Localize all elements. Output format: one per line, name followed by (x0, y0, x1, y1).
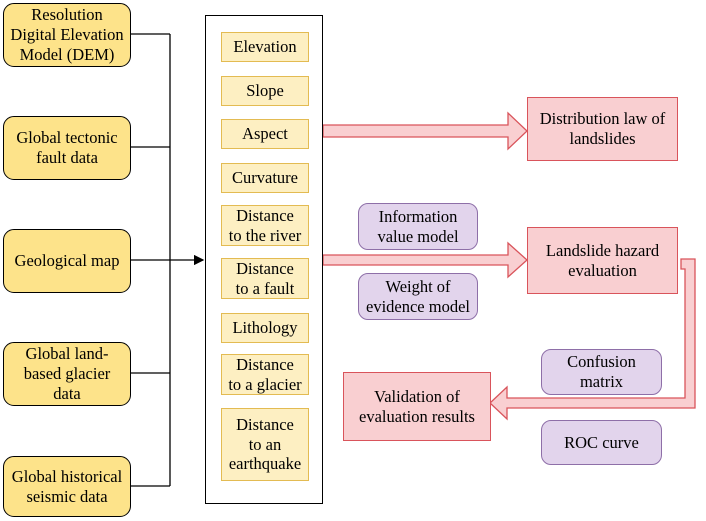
model-roc-curve: ROC curve (541, 420, 662, 465)
source-seismic: Global historical seismic data (3, 456, 131, 517)
factor-distance-earthquake-line-3: earthquake (228, 454, 302, 474)
factor-distance-fault-line-2: to a fault (235, 278, 295, 298)
source-seismic-line-1: Global historical (11, 466, 123, 486)
model-weight-of-evidence: Weight of evidence model (358, 273, 478, 320)
factor-lithology: Lithology (221, 313, 309, 343)
factor-distance-earthquake-line-2: to an (248, 434, 282, 454)
factor-distance-glacier-line-2: to a glacier (228, 374, 302, 394)
result-hazard-line-2: evaluation (568, 260, 637, 280)
factor-slope-label: Slope (246, 81, 284, 101)
factor-distance-glacier-line-1: Distance (236, 354, 294, 374)
source-fault-line-1: Global tectonic (16, 128, 118, 148)
factor-distance-fault: Distance to a fault (221, 258, 309, 299)
factor-curvature-label: Curvature (232, 168, 298, 188)
result-distribution-line-2: landslides (569, 129, 636, 148)
model-information-value-line-1: Information (378, 206, 458, 226)
result-hazard-line-1: Landslide hazard (545, 240, 660, 260)
factor-aspect: Aspect (221, 119, 309, 149)
model-confusion-line-2: matrix (579, 372, 624, 391)
source-fault: Global tectonic fault data (3, 116, 131, 180)
factor-lithology-label: Lithology (232, 318, 298, 338)
to-distribution-arrow (322, 111, 528, 151)
result-validation-line-2: evaluation results (359, 406, 475, 426)
source-fault-line-2: fault data (36, 148, 98, 167)
factor-elevation-label: Elevation (233, 37, 297, 57)
source-glacier-line-3: data (53, 383, 81, 403)
model-information-value-line-2: value model (377, 226, 459, 246)
source-dem-line-3: Model (DEM) (19, 44, 115, 64)
model-confusion-matrix: Confusion matrix (541, 349, 662, 395)
factor-distance-earthquake-line-1: Distance (236, 414, 294, 434)
to-validation-arrow (489, 258, 696, 421)
factor-distance-glacier: Distance to a glacier (221, 354, 309, 395)
factor-slope: Slope (221, 76, 309, 106)
result-distribution-law: Distribution law of landslides (527, 97, 678, 161)
source-geo-line-1: Geological map (14, 251, 120, 271)
source-dem-line-2: Digital Elevation (10, 25, 124, 45)
factor-elevation: Elevation (221, 32, 309, 62)
to-hazard-arrow (322, 241, 528, 279)
source-geological-map: Geological map (3, 229, 131, 293)
result-distribution-line-1: Distribution law of (539, 109, 666, 129)
factor-distance-fault-line-1: Distance (236, 258, 294, 278)
source-glacier: Global land- based glacier data (3, 342, 131, 406)
model-confusion-line-1: Confusion (567, 352, 636, 372)
model-woe-line-1: Weight of (385, 276, 451, 296)
source-dem: Resolution Digital Elevation Model (DEM) (3, 3, 131, 67)
source-glacier-line-2: based glacier (23, 364, 111, 384)
model-roc-line-1: ROC curve (564, 432, 639, 452)
source-dem-line-1: Resolution (31, 5, 103, 25)
source-glacier-line-1: Global land- (25, 344, 109, 364)
source-seismic-line-2: seismic data (26, 486, 108, 506)
result-hazard-evaluation: Landslide hazard evaluation (527, 227, 678, 294)
factor-distance-river-line-2: to the river (228, 225, 302, 245)
model-information-value: Information value model (358, 203, 478, 250)
factor-aspect-label: Aspect (242, 124, 288, 144)
factor-distance-river: Distance to the river (221, 205, 309, 246)
factor-distance-river-line-1: Distance (236, 205, 294, 225)
result-validation-line-1: Validation of (374, 386, 460, 406)
factor-distance-earthquake: Distance to an earthquake (221, 408, 309, 481)
result-validation: Validation of evaluation results (343, 372, 491, 441)
model-woe-line-2: evidence model (366, 296, 470, 316)
factor-curvature: Curvature (221, 163, 309, 193)
